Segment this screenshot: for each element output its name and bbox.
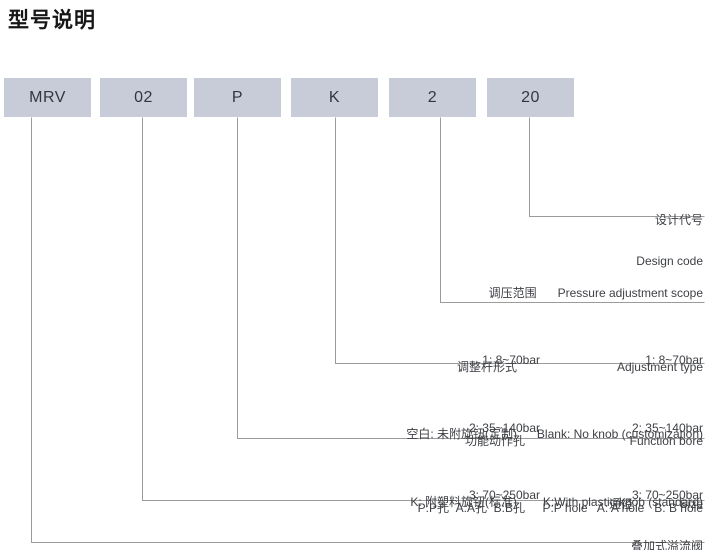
connector-line-pressure <box>440 117 705 303</box>
model-code-box-design: 20 <box>487 78 574 117</box>
design-code-label-en: Design code <box>636 253 703 268</box>
pressure-row-cn: 2: 35~140bar <box>468 420 540 435</box>
model-code-box-size: 02 <box>100 78 187 117</box>
model-code-box-knob: K <box>291 78 378 117</box>
adjustment-header-cn: 调整杆形式 <box>456 359 517 374</box>
function-bore-row-en: P:P hole A: A hole B: B hole <box>542 501 703 515</box>
block-pressure-scope: 调压范围 Pressure adjustment scope 1: 8~70ba… <box>469 246 703 543</box>
block-function-bore: 功能动作孔 Function bore P:P孔 A:A孔 B:B孔 P:P hol… <box>418 394 703 550</box>
pressure-row-cn: 3: 70~250bar <box>468 488 540 502</box>
adjustment-row-en: K:With plastic knob (standard) <box>542 494 703 509</box>
model-code-box-mrv: MRV <box>4 78 91 117</box>
model-code-box-pressure: 2 <box>389 78 476 117</box>
pressure-header-en: Pressure adjustment scope <box>557 285 703 300</box>
pressure-row-en: 2: 35~140bar <box>631 420 703 435</box>
pressure-header-cn: 调压范围 <box>488 285 540 300</box>
block-adjustment-type: 调整杆形式 Adjustment type 空白: 未附旋钮(定制) Blank: … <box>406 320 703 550</box>
function-bore-row-cn: P:P孔 A:A孔 B:B孔 <box>417 501 525 515</box>
model-code-box-function: P <box>194 78 281 117</box>
page-title: 型号说明 <box>8 9 96 32</box>
function-bore-header-en: Function bore <box>629 433 703 448</box>
connector-line-function <box>237 117 705 439</box>
block-product-name: 叠加式溢流阀 Modular relief valves <box>593 513 703 550</box>
size-header-cn: 通径 <box>608 496 633 511</box>
adjustment-row-cn: 空白: 未附旋钮(定制) <box>406 427 517 441</box>
connector-line-design <box>529 117 705 217</box>
design-code-label-cn: 设计代号 <box>654 213 703 227</box>
connector-line-mrv <box>31 117 705 543</box>
size-header-en: Size <box>679 496 703 511</box>
pressure-row-en: 1: 8~70bar <box>645 353 703 367</box>
pressure-row-cn: 1: 8~70bar <box>482 353 540 367</box>
connector-line-size <box>142 117 705 501</box>
adjustment-row-en: Blank: No knob (customization) <box>536 427 703 441</box>
pressure-row-en: 3: 70~250bar <box>631 488 703 502</box>
connector-line-knob <box>335 117 705 364</box>
block-design-code: 设计代号 Design code <box>636 187 703 295</box>
function-bore-header-cn: 功能动作孔 <box>464 433 525 448</box>
product-name-cn: 叠加式溢流阀 <box>630 539 703 550</box>
adjustment-header-en: Adjustment type <box>616 359 703 374</box>
adjustment-row-cn: K: 附塑料旋钮(标准) <box>410 494 517 509</box>
